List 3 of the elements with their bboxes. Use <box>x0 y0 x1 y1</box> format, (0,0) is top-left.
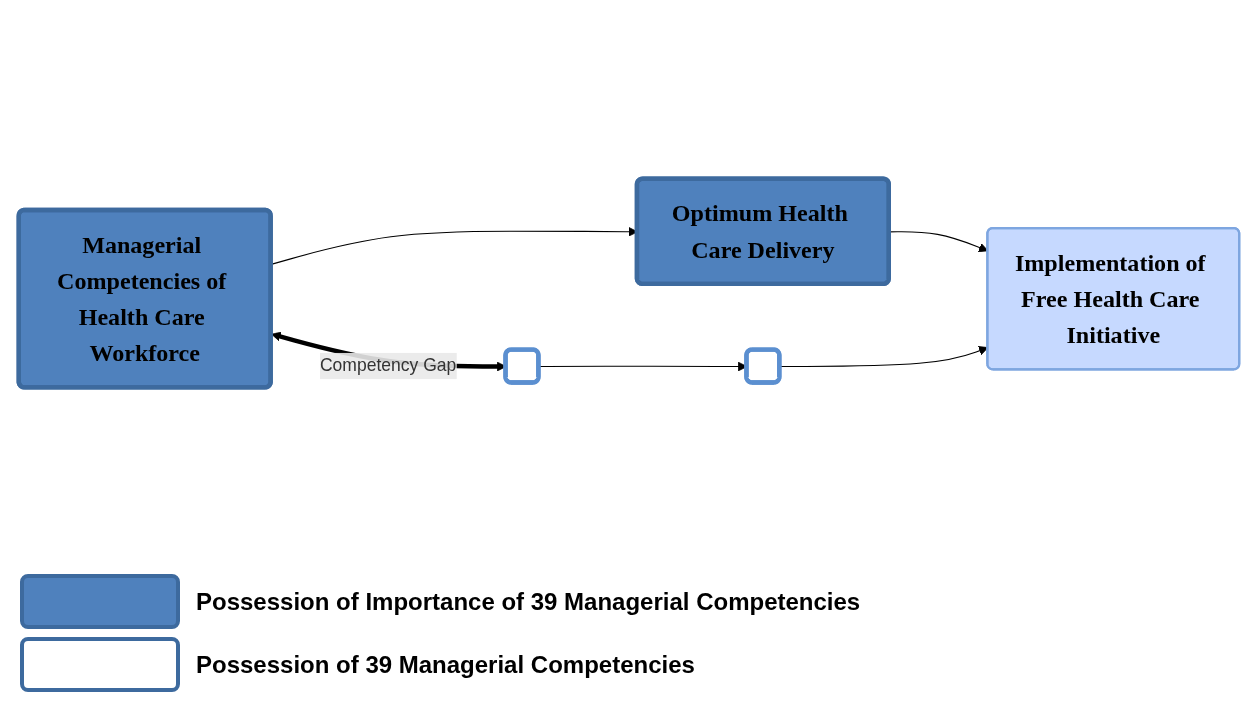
legend-text: Possession of 39 Managerial Competencies <box>196 650 695 679</box>
edge-label: Competency Gap <box>319 356 457 375</box>
legend-text: Possession of Importance of 39 Managerial Competencies <box>196 587 861 616</box>
